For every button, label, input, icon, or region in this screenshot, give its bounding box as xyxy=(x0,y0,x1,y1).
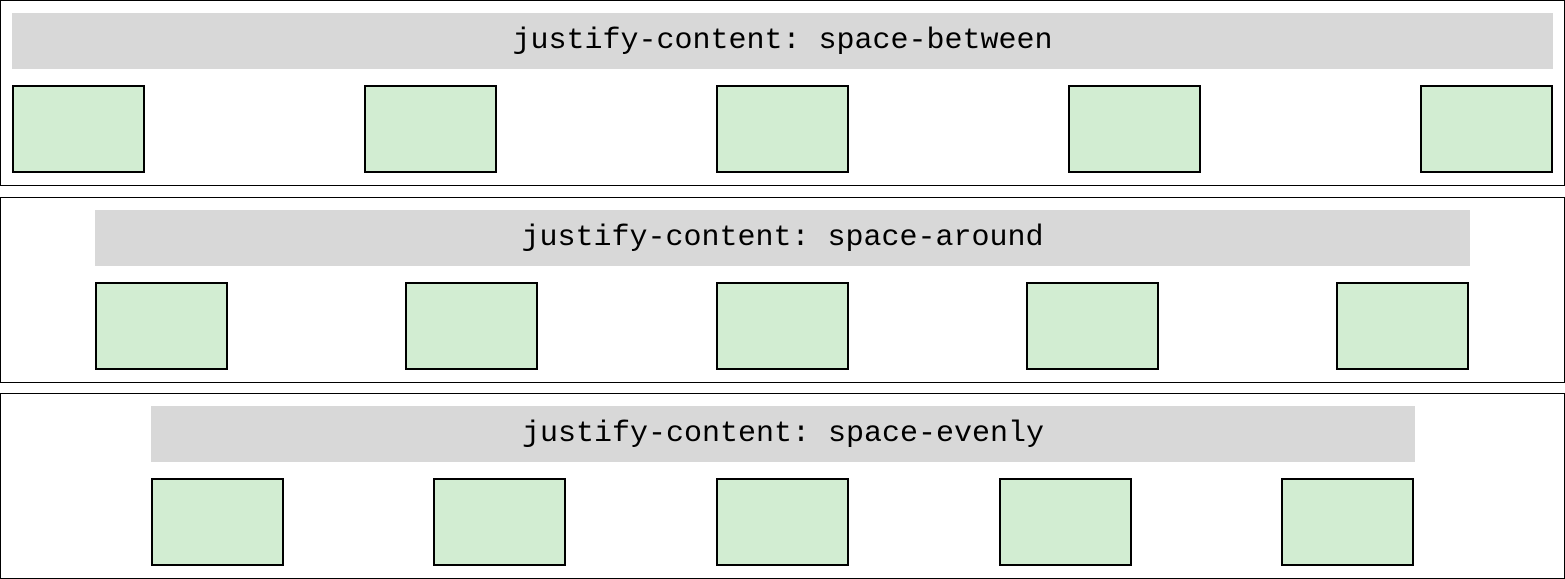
space-between-panel: justify-content: space-between xyxy=(0,0,1565,186)
flex-item-box xyxy=(1336,282,1469,370)
flex-item-box xyxy=(1420,85,1553,173)
space-evenly-panel: justify-content: space-evenly xyxy=(0,393,1565,579)
flex-item-box xyxy=(716,478,849,566)
flex-item-box xyxy=(433,478,566,566)
flex-item-box xyxy=(405,282,538,370)
flex-item-box xyxy=(364,85,497,173)
flex-item-box xyxy=(151,478,284,566)
flex-item-box xyxy=(1068,85,1201,173)
space-around-panel: justify-content: space-around xyxy=(0,197,1565,383)
space-evenly-title: justify-content: space-evenly xyxy=(151,406,1415,462)
flex-item-box xyxy=(1281,478,1414,566)
flex-item-box xyxy=(999,478,1132,566)
space-between-title: justify-content: space-between xyxy=(12,13,1553,69)
flex-item-box xyxy=(716,282,849,370)
space-around-title: justify-content: space-around xyxy=(95,210,1470,266)
flex-item-box xyxy=(12,85,145,173)
flex-item-box xyxy=(95,282,228,370)
flex-item-box xyxy=(1026,282,1159,370)
flex-item-box xyxy=(716,85,849,173)
